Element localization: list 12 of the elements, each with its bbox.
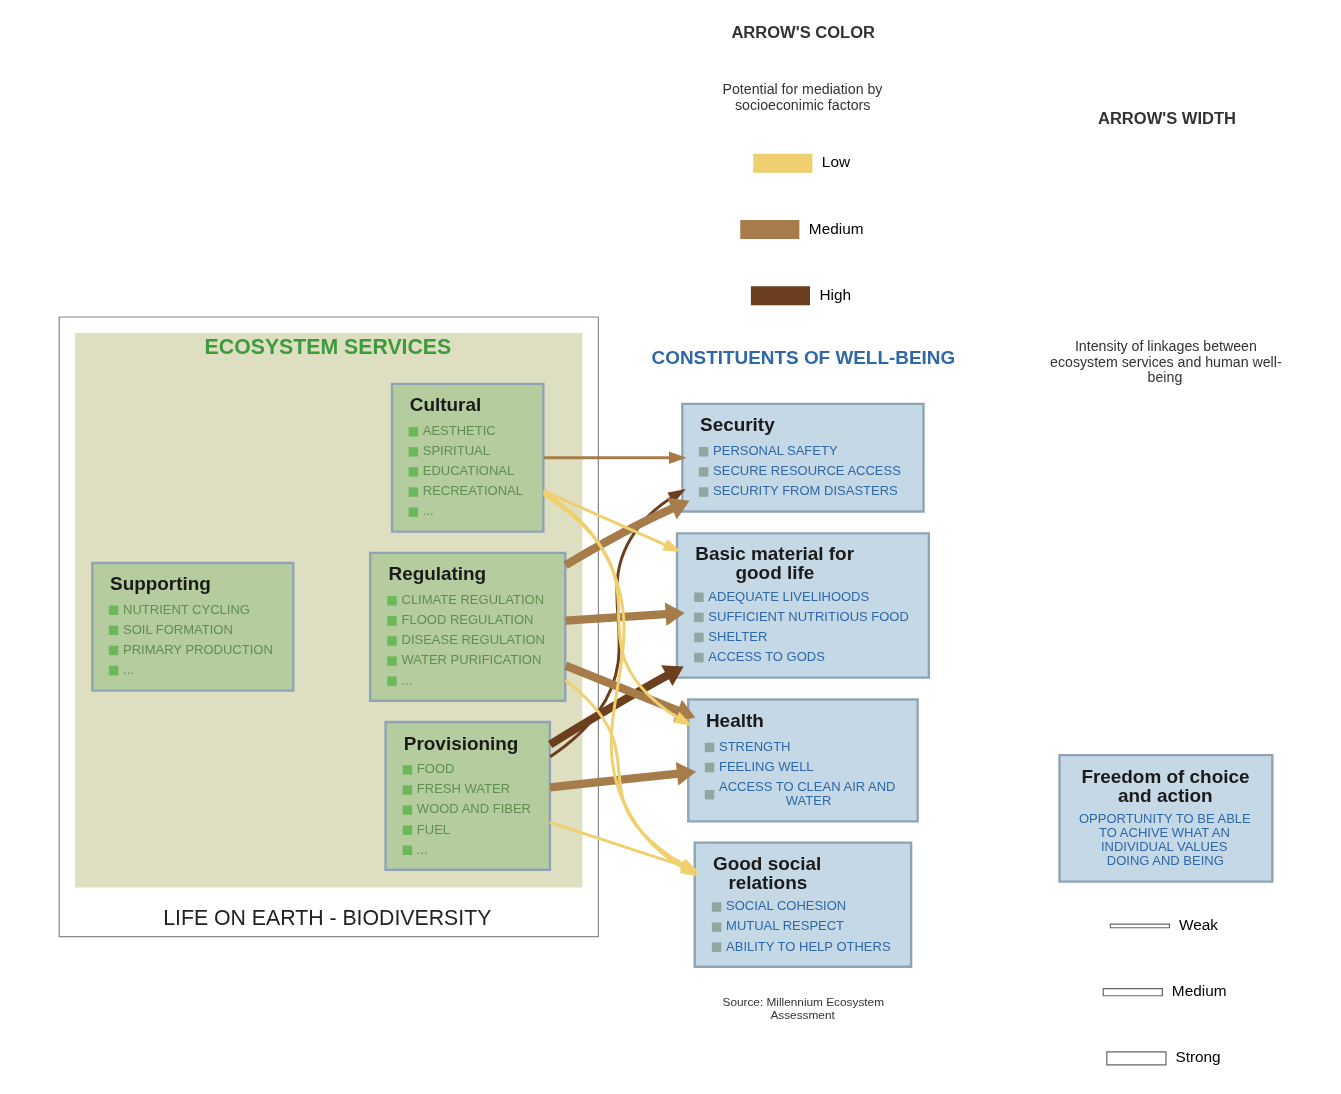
label: Source: Millennium Ecosystem Assessment [722,995,885,1023]
legend-label: Strong [1175,1048,1221,1066]
legend-label: Medium [808,219,864,237]
label: Potential for mediation by socioeconimic factors [722,81,883,113]
label: ARROW'S COLOR [731,22,876,42]
legend-label: Weak [1178,915,1218,933]
legend-label: High [819,285,852,303]
label: Intensity of linkages between ecosystem services and human well-being [1050,338,1282,386]
label: CONSTITUENTS OF WELL-BEING [651,347,956,369]
legend-label: Low [821,153,851,171]
label: ARROW'S WIDTH [1097,108,1237,128]
legend-label: Medium [1171,982,1227,1000]
